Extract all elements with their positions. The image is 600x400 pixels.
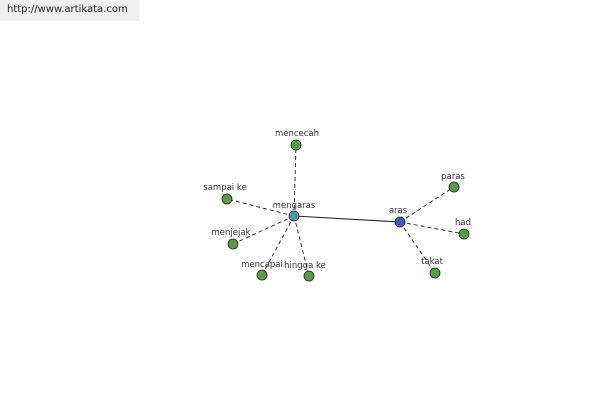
node-label-takat[interactable]: takat	[421, 257, 444, 267]
edge-aras-had	[399, 221, 465, 235]
node-label-sampai-ke[interactable]: sampai ke	[203, 183, 246, 193]
graph-edges	[226, 144, 465, 277]
edge-aras-paras	[399, 186, 455, 223]
graph-nodes	[221, 139, 470, 282]
edge-mengaras-sampai-ke	[226, 198, 295, 217]
node-label-had[interactable]: had	[455, 218, 471, 228]
node-label-hingga-ke[interactable]: hingga ke	[284, 261, 326, 271]
node-label-mencapai[interactable]: mencapai	[241, 260, 283, 270]
source-url-banner[interactable]: http://www.artikata.com	[0, 0, 139, 21]
node-label-menjejak[interactable]: menjejak	[212, 228, 251, 238]
node-hingga-ke[interactable]	[303, 270, 315, 282]
node-takat[interactable]	[429, 267, 441, 279]
node-paras[interactable]	[448, 181, 460, 193]
edge-mengaras-mencecah	[293, 144, 297, 217]
node-label-paras[interactable]: paras	[441, 172, 465, 182]
node-mencapai[interactable]	[256, 269, 268, 281]
node-mengaras[interactable]	[288, 210, 300, 222]
node-label-mengaras[interactable]: mengaras	[273, 201, 316, 211]
edge-aras-takat	[399, 221, 436, 274]
node-mencecah[interactable]	[290, 139, 302, 151]
edge-mengaras-aras	[293, 215, 401, 223]
node-label-mencecah[interactable]: mencecah	[275, 129, 319, 139]
node-menjejak[interactable]	[227, 238, 239, 250]
graph-labels: mengaras aras mencecah sampai ke menjejak men…	[203, 129, 471, 271]
node-aras[interactable]	[394, 216, 406, 228]
node-had[interactable]	[458, 228, 470, 240]
node-label-aras[interactable]: aras	[389, 206, 408, 216]
node-sampai-ke[interactable]	[221, 193, 233, 205]
edge-mengaras-hingga-ke	[293, 215, 310, 277]
